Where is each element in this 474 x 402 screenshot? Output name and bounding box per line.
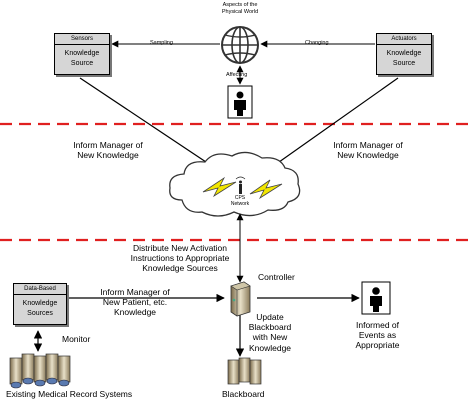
actuators-body: Knowledge Source xyxy=(386,50,422,67)
sensors-to-network-arrow xyxy=(79,77,216,169)
server-icon xyxy=(230,281,251,317)
cloud-icon xyxy=(169,151,301,217)
aspects-label: Aspects of the Physical World xyxy=(221,2,259,15)
sensors-body: Knowledge Source xyxy=(64,50,100,67)
cps-network-label: CPS Network xyxy=(230,195,250,207)
changing-label: Changing xyxy=(305,40,329,46)
database-icon xyxy=(9,353,71,389)
lightning-icon xyxy=(202,176,283,200)
distribute-label: Distribute New Activation Instructions t… xyxy=(130,243,230,274)
person-icon-right xyxy=(361,281,391,315)
data-based-body: Knowledge Sources xyxy=(22,300,58,317)
sensors-header: Sensors xyxy=(55,34,109,45)
inform-patient-label: Inform Manager of New Patient, etc. Know… xyxy=(100,287,170,318)
inform-left-label: Inform Manager of New Knowledge xyxy=(73,140,143,161)
data-based-header: Data-Based xyxy=(14,284,66,295)
actuators-header: Actuators xyxy=(377,34,431,45)
existing-records-label: Existing Medical Record Systems xyxy=(6,389,133,399)
update-blackboard-label: Update Blackboard with New Knowledge xyxy=(248,312,292,353)
sensors-box: Sensors Knowledge Source xyxy=(54,33,110,75)
informed-label: Informed of Events as Appropriate xyxy=(355,320,400,351)
affecting-label: Affecting xyxy=(226,72,248,78)
antenna-icon xyxy=(235,176,246,194)
controller-label: Controller xyxy=(258,272,295,282)
monitor-label: Monitor xyxy=(62,334,91,344)
person-icon-top xyxy=(227,85,253,119)
sampling-label: Sampling xyxy=(150,40,173,46)
globe-icon xyxy=(221,26,259,64)
actuators-to-network-arrow xyxy=(271,77,399,168)
actuators-box: Actuators Knowledge Source xyxy=(376,33,432,75)
blackboard-label: Blackboard xyxy=(222,389,265,399)
data-based-box: Data-Based Knowledge Sources xyxy=(13,283,67,325)
inform-right-label: Inform Manager of New Knowledge xyxy=(333,140,403,161)
blackboard-icon xyxy=(227,357,262,385)
